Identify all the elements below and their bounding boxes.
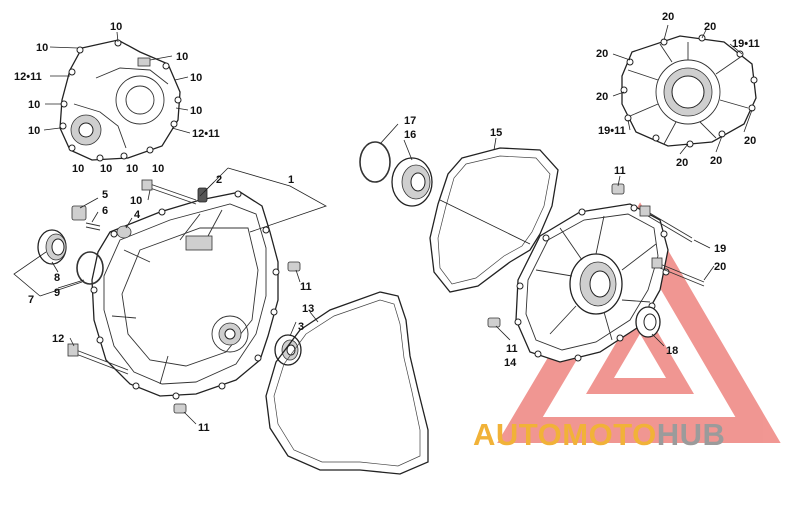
callout-20: 20	[596, 91, 608, 103]
callout-10: 10	[110, 21, 122, 33]
callout-5: 5	[102, 189, 108, 201]
callout-15: 15	[490, 127, 502, 139]
callout-1: 1	[288, 174, 294, 186]
callout-20: 20	[662, 11, 674, 23]
left-small-parts	[37, 179, 302, 414]
callout-6: 6	[102, 205, 108, 217]
gasket-15	[429, 147, 559, 293]
watermark-moto: MOTO	[562, 417, 657, 452]
callout-10: 10	[126, 163, 138, 175]
watermark-hub: HUB	[656, 417, 726, 452]
callout-11: 11	[300, 281, 312, 293]
gasket-13	[265, 291, 429, 475]
callout-11: 11	[614, 165, 626, 177]
callout-20: 20	[704, 21, 716, 33]
callout-12-11: 12•11	[14, 71, 42, 83]
callout-10: 10	[190, 105, 202, 117]
callout-17: 17	[404, 115, 416, 127]
callout-10: 10	[28, 99, 40, 111]
callout-9: 9	[54, 287, 60, 299]
callout-8: 8	[54, 272, 60, 284]
clutch-cover-detail	[620, 34, 758, 148]
callout-19-11: 19•11	[598, 125, 626, 137]
callout-4: 4	[134, 209, 141, 221]
callout-3: 3	[298, 321, 304, 333]
callout-14: 14	[504, 357, 517, 369]
callout-10: 10	[72, 163, 84, 175]
callout-19-11: 19•11	[732, 38, 760, 50]
watermark-auto: AUTO	[473, 417, 563, 452]
watermark-text: AUTOMOTOHUB	[473, 419, 725, 450]
callout-11: 11	[506, 343, 518, 355]
callout-19: 19	[714, 243, 726, 255]
right-clutch-cover	[514, 203, 670, 363]
callout-11: 11	[198, 422, 210, 434]
callout-10: 10	[190, 72, 202, 84]
right-small-parts	[487, 183, 705, 338]
stator-cover-detail	[59, 39, 182, 162]
callout-2: 2	[216, 174, 222, 186]
callout-16: 16	[404, 129, 416, 141]
callout-10: 10	[100, 163, 112, 175]
callout-10: 10	[152, 163, 164, 175]
callout-10: 10	[28, 125, 40, 137]
leader-lines	[13, 24, 753, 425]
callout-20: 20	[676, 157, 688, 169]
callout-18: 18	[666, 345, 678, 357]
bearing-16-and-ring-17	[359, 141, 433, 207]
callout-10: 10	[130, 195, 142, 207]
callout-20: 20	[710, 155, 722, 167]
callout-20: 20	[714, 261, 726, 273]
callout-20: 20	[596, 48, 608, 60]
callout-12: 12	[52, 333, 64, 345]
callout-labels: 10 10 10 12•11 10 10 10 10 12•11 10 10 1…	[14, 11, 760, 434]
callout-7: 7	[28, 294, 34, 306]
callout-10: 10	[176, 51, 188, 63]
callout-13: 13	[302, 303, 314, 315]
callout-20: 20	[744, 135, 756, 147]
left-crankcase-cover	[90, 190, 280, 400]
callout-10: 10	[36, 42, 48, 54]
callout-12-11: 12•11	[192, 128, 220, 140]
